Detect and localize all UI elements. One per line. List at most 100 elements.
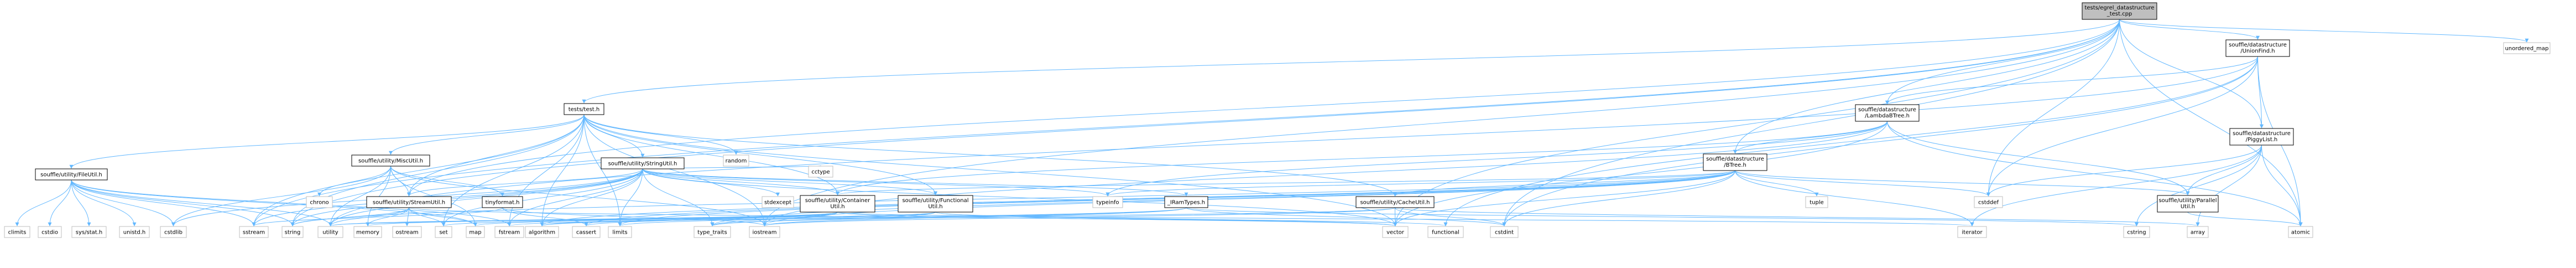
node-label: tinyformat.h [486,200,520,206]
edge-cacheutil-to-iostream [763,207,1395,226]
edge-stringutil-to-type_traits [642,168,715,226]
node-label: Util.h [928,204,942,210]
node-streamutil[interactable]: souffle/utility/StreamUtil.h [366,196,452,208]
node-stringutil[interactable]: souffle/utility/StringUtil.h [601,157,685,169]
node-label: _test.cpp [2106,11,2132,17]
node-algorithm: algorithm [525,226,559,238]
edge-cacheutil-to-vector [1393,207,1397,226]
node-label: functional [1432,230,1459,236]
node-vector: vector [1382,226,1409,238]
node-label: cctype [811,169,830,176]
node-label: set [439,230,447,236]
node-label: climits [8,230,27,236]
node-btree[interactable]: souffle/datastructure/BTree.h [1703,153,1767,171]
edge-root-to-btree [1733,19,2120,154]
edge-root-to-tests_test [582,19,2120,104]
edge-fileutil-to-climits [15,179,72,226]
edge-tests_test-to-algorithm [540,114,585,226]
node-box [482,196,523,208]
edge-streamutil-to-utility [328,207,409,226]
node-random: random [723,154,749,167]
node-label: _IRamTypes.h [1167,200,1205,206]
edge-streamutil-to-string [290,207,409,226]
node-label: stdexcept [764,200,791,206]
edge-root-to-cstddef [1986,19,2120,197]
edge-fileutil-to-fstream [71,179,512,226]
edge-btree-to-tuple [1735,170,1819,197]
node-functional: functional [1427,226,1464,238]
node-box [1092,196,1123,208]
node-label: limits [612,230,627,236]
node-box [4,226,30,238]
edge-stringutil-to-set [441,168,643,226]
node-box [1703,153,1767,171]
node-chrono: chrono [306,196,333,208]
node-iostream: iostream [749,226,780,238]
node-iramtypes[interactable]: _IRamTypes.h [1164,196,1208,208]
edge-fileutil-to-utility [71,179,332,226]
node-lambdabtree[interactable]: souffle/datastructure/LambdaBTree.h [1855,104,1920,122]
edge-miscutil-to-utility [328,166,391,226]
node-label: souffle/utility/Container [805,198,870,204]
node-unionfind[interactable]: souffle/datastructure/UnionFind.h [2225,39,2290,57]
node-box [281,226,304,238]
node-box [800,195,875,213]
node-cctype: cctype [808,166,833,178]
node-label: cstdlib [164,230,182,236]
node-label: vector [1386,230,1405,236]
node-sstream: sstream [239,226,269,238]
node-typeinfo: typeinfo [1092,196,1123,208]
node-piggylist[interactable]: souffle/datastructure/PiggyList.h [2229,128,2294,146]
node-cacheutil[interactable]: souffle/utility/CacheUtil.h [1355,196,1435,208]
edge-tests_test-to-functionalutil [583,114,937,195]
node-box [2187,226,2209,238]
node-label: souffle/utility/CacheUtil.h [1360,200,1430,206]
node-tuple: tuple [1805,196,1828,208]
node-label: /LambdaBTree.h [1865,113,1910,119]
node-miscutil[interactable]: souffle/utility/MiscUtil.h [351,154,430,167]
edge-unionfind-to-utility [328,56,2258,226]
edge-fileutil-to-sysstat [71,179,91,226]
edge-root-to-piggylist [2119,19,2264,128]
node-array: array [2187,226,2209,238]
node-box [466,226,485,238]
edge-lambdabtree-to-containerutil [836,121,1887,195]
edge-stringutil-to-functionalutil [642,168,937,195]
node-fileutil[interactable]: souffle/utility/FileUtil.h [35,168,108,181]
edge-unionfind-to-cstddef [1986,56,2258,197]
node-label: typeinfo [1096,200,1119,206]
node-type_traits: type_traits [693,226,731,238]
edge-btree-to-cstdint [1502,170,1735,226]
node-label: souffle/utility/StringUtil.h [608,161,677,167]
node-box [1382,226,1409,238]
node-box [353,226,382,238]
node-unordered_map: unordered_map [2503,42,2551,54]
node-box [1427,226,1464,238]
edge-btree-to-typeinfo [1106,170,1735,197]
node-label: memory [356,230,379,236]
edge-cacheutil-to-fstream [508,207,1395,226]
edge-piggylist-to-iterator [1970,145,2262,226]
edge-stringutil-to-iramtypes [642,168,1188,197]
edge-stringutil-to-string [290,168,643,226]
edge-unionfind-to-cstdint [1502,56,2258,226]
edge-stringutil-to-containerutil [642,168,839,195]
node-box [2229,128,2294,146]
edge-stringutil-to-vector [642,168,1397,226]
node-label: souffle/utility/FileUtil.h [40,172,102,178]
edge-stringutil-to-typeinfo [642,168,1110,197]
node-box [239,226,269,238]
node-label: algorithm [529,230,555,236]
node-tinyformat[interactable]: tinyformat.h [482,196,523,208]
edge-tinyformat-to-sstream [252,207,503,226]
node-tests_test[interactable]: tests/test.h [564,103,604,115]
node-box [564,103,604,115]
edge-root-to-unordered_map [2119,19,2529,43]
edge-root-to-sstream [252,19,2120,226]
edge-streamutil-to-ostream [405,207,409,226]
node-label: cstring [2127,230,2146,236]
edge-functionalutil-to-vector [935,212,1397,226]
